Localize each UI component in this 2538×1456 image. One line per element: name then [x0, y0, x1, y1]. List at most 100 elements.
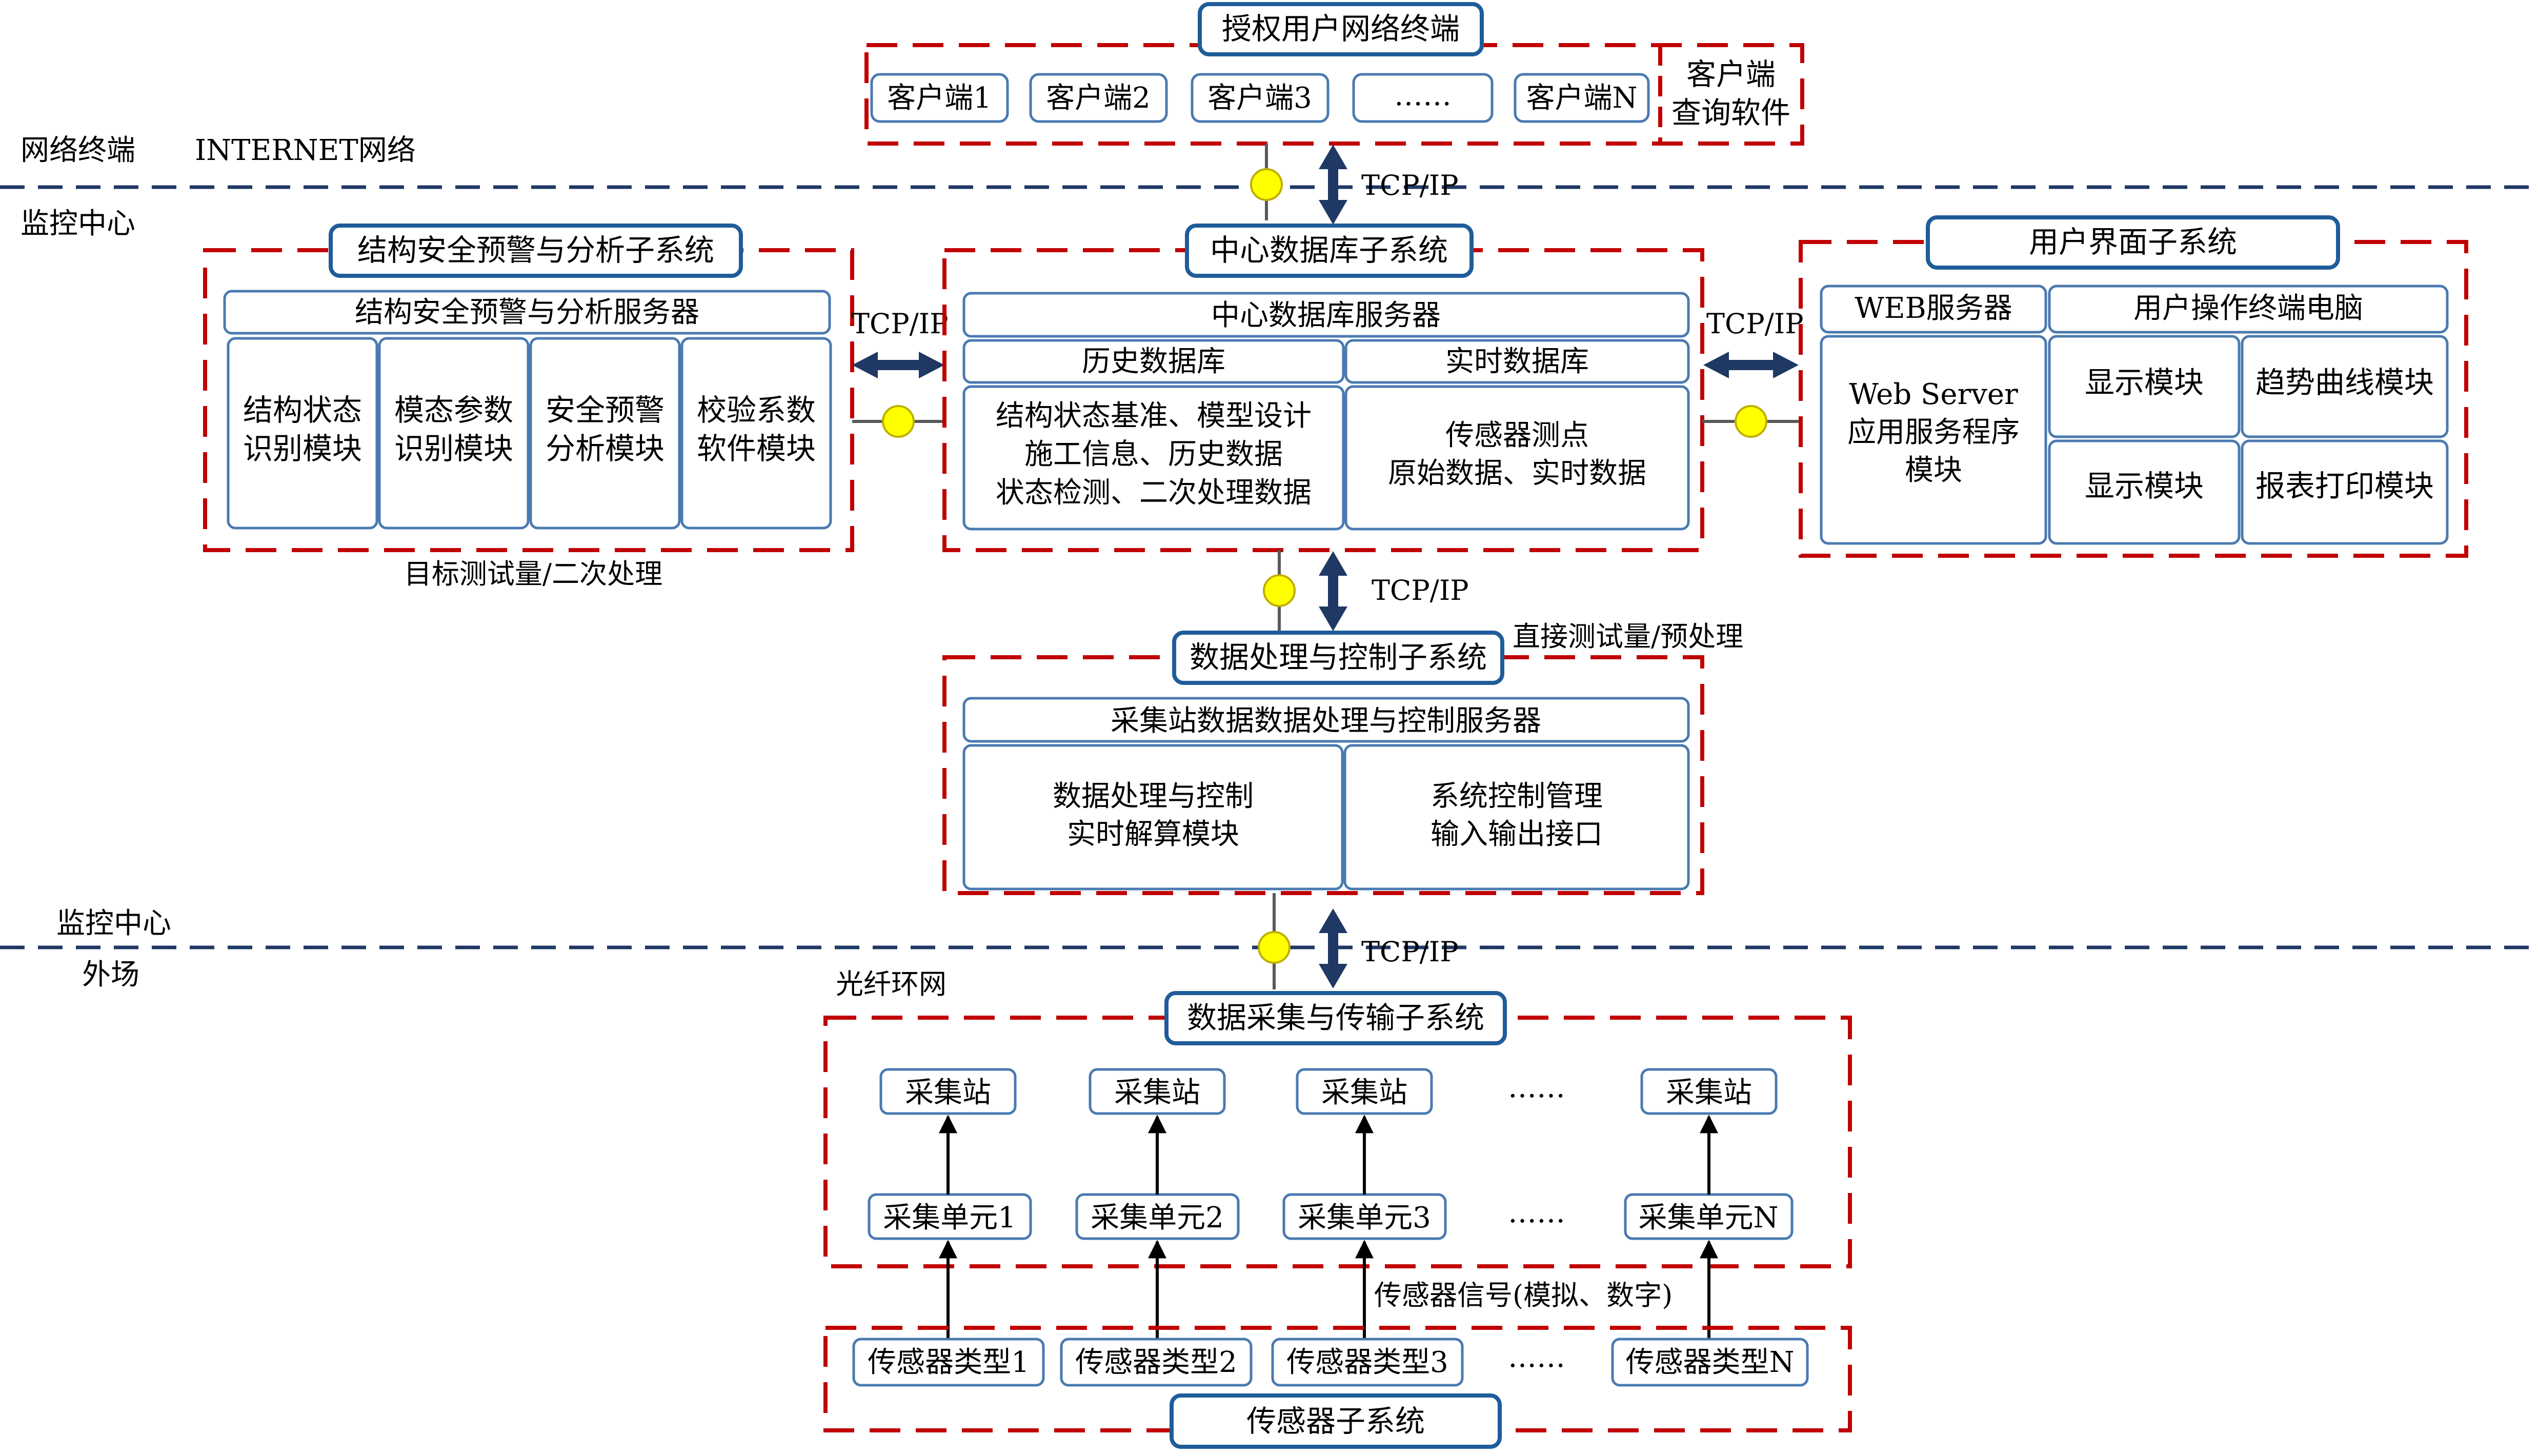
station-box[interactable] [1089, 1068, 1226, 1115]
ui-module-box[interactable] [2241, 335, 2449, 438]
ui-module-label: 显示模块 [2085, 469, 2204, 503]
query-software-label-1: 客户端 [1686, 57, 1776, 92]
ui-module-box[interactable] [2048, 335, 2241, 438]
processing-server-label: 采集站数据数据处理与控制服务器 [1111, 704, 1541, 738]
structure-module-label: 软件模块 [697, 431, 816, 466]
structure-module-label: 识别模块 [243, 431, 362, 466]
web-app-box[interactable] [1820, 335, 2047, 545]
web-app-line: 应用服务程序 [1847, 416, 2020, 449]
unit-label: 采集单元2 [1091, 1201, 1224, 1235]
processing-right-line: 输入输出接口 [1431, 818, 1603, 851]
zone-label-terminal: 网络终端 [21, 134, 135, 167]
sensor-type-label: 传感器类型2 [1075, 1346, 1237, 1379]
structure-module-box[interactable] [378, 337, 530, 530]
structure-modules: 结构状态 识别模块 模态参数 识别模块 安全预警 分析模块 校验系数 软件模块 [227, 337, 832, 530]
station-label: 采集站 [905, 1076, 991, 1109]
web-server-box[interactable] [1820, 285, 2047, 334]
client-list: 客户端1 客户端2 客户端3 …… 客户端N [870, 73, 1650, 123]
protocol-label: TCP/IP [851, 308, 949, 340]
link-arrow-icon [1703, 352, 1799, 378]
station-label: 采集站 [1114, 1076, 1200, 1109]
processing-title-box [1172, 631, 1504, 685]
sensor-type-ellipsis: …… [1508, 1341, 1565, 1374]
acquisition-stations: 采集站 采集站 采集站 …… 采集站 [879, 1068, 1778, 1115]
connector-icon [1258, 931, 1291, 964]
station-box[interactable] [879, 1068, 1017, 1115]
database-title-box [1185, 224, 1474, 278]
sensor-signal-note: 传感器信号(模拟、数字) [1374, 1279, 1673, 1311]
history-content-box [962, 385, 1345, 531]
connector-icon [1263, 574, 1296, 607]
link-arrow-icon [1319, 908, 1347, 988]
query-software-label-2: 查询软件 [1671, 95, 1790, 130]
history-content-line: 状态检测、二次处理数据 [996, 476, 1312, 510]
history-db-label: 历史数据库 [1082, 345, 1225, 378]
link-arrow-icon [1319, 145, 1347, 225]
client-box[interactable] [870, 73, 1009, 123]
acquisition-title: 数据采集与传输子系统 [1187, 1000, 1484, 1035]
history-db-box[interactable] [962, 339, 1345, 384]
fiber-network-label: 光纤环网 [836, 968, 946, 1000]
connector-icon [1250, 168, 1283, 201]
sensor-types: 传感器类型1 传感器类型2 传感器类型3 …… 传感器类型N [852, 1338, 1809, 1387]
web-server-label: WEB服务器 [1855, 292, 2012, 325]
processing-left-module[interactable] [962, 744, 1344, 891]
sensor-type-box[interactable] [1611, 1338, 1809, 1387]
zone-label-center-top: 监控中心 [21, 207, 135, 240]
unit-label: 采集单元N [1639, 1201, 1779, 1235]
sensor-type-box[interactable] [852, 1338, 1045, 1387]
sensor-type-label: 传感器类型N [1626, 1346, 1795, 1379]
realtime-db-box[interactable] [1344, 339, 1690, 384]
ui-module-label: 显示模块 [2085, 365, 2204, 400]
connector-icon [1735, 405, 1767, 438]
unit-ellipsis: …… [1508, 1196, 1565, 1229]
structure-module-box[interactable] [680, 337, 832, 530]
ui-title-box [1926, 215, 2340, 270]
client-box[interactable] [1029, 73, 1168, 123]
history-content-line: 结构状态基准、模型设计 [996, 399, 1312, 433]
sensor-type-box[interactable] [1060, 1338, 1253, 1387]
unit-box[interactable] [868, 1193, 1032, 1240]
station-box[interactable] [1296, 1068, 1433, 1115]
realtime-db-label: 实时数据库 [1445, 345, 1589, 378]
terminal-pc-label: 用户操作终端电脑 [2133, 292, 2363, 325]
realtime-content-line: 原始数据、实时数据 [1388, 457, 1646, 490]
sensor-title-box [1170, 1393, 1502, 1449]
sensor-type-box[interactable] [1271, 1338, 1464, 1387]
database-server-box[interactable] [962, 292, 1690, 338]
link-arrow-icon [852, 352, 944, 378]
ui-title: 用户界面子系统 [2029, 225, 2237, 259]
realtime-content-box [1344, 385, 1690, 531]
zone-label-center-bottom: 监控中心 [56, 907, 171, 940]
client-label: 客户端3 [1207, 82, 1312, 115]
structure-module-label: 安全预警 [546, 393, 664, 428]
structure-module-box[interactable] [227, 337, 378, 530]
station-box[interactable] [1640, 1068, 1778, 1115]
sensor-title: 传感器子系统 [1246, 1404, 1425, 1439]
web-app-line: Web Server [1849, 378, 2018, 411]
ui-module-box[interactable] [2048, 439, 2241, 545]
history-content-line: 施工信息、历史数据 [1024, 438, 1283, 471]
station-label: 采集站 [1666, 1076, 1752, 1109]
terminal-title-box [1198, 2, 1484, 56]
structure-module-box[interactable] [529, 337, 681, 530]
structure-server-box[interactable] [223, 290, 831, 335]
link-arrow-icon [1319, 551, 1347, 631]
database-server-label: 中心数据库服务器 [1211, 299, 1441, 332]
client-box[interactable] [1514, 73, 1650, 123]
processing-right-module[interactable] [1343, 744, 1690, 891]
client-ellipsis-box [1352, 73, 1494, 123]
terminal-pc-box[interactable] [2048, 285, 2449, 334]
unit-label: 采集单元3 [1298, 1201, 1431, 1235]
client-ellipsis: …… [1394, 79, 1452, 112]
processing-left-line: 实时解算模块 [1067, 818, 1239, 851]
structure-module-label: 分析模块 [546, 431, 664, 466]
client-label: 客户端N [1526, 82, 1638, 115]
realtime-content-line: 传感器测点 [1445, 419, 1589, 452]
station-label: 采集站 [1321, 1076, 1407, 1109]
client-box[interactable] [1191, 73, 1330, 123]
processing-server-box[interactable] [962, 697, 1690, 743]
ui-module-box[interactable] [2241, 439, 2449, 545]
sensor-type-label: 传感器类型3 [1286, 1346, 1448, 1379]
